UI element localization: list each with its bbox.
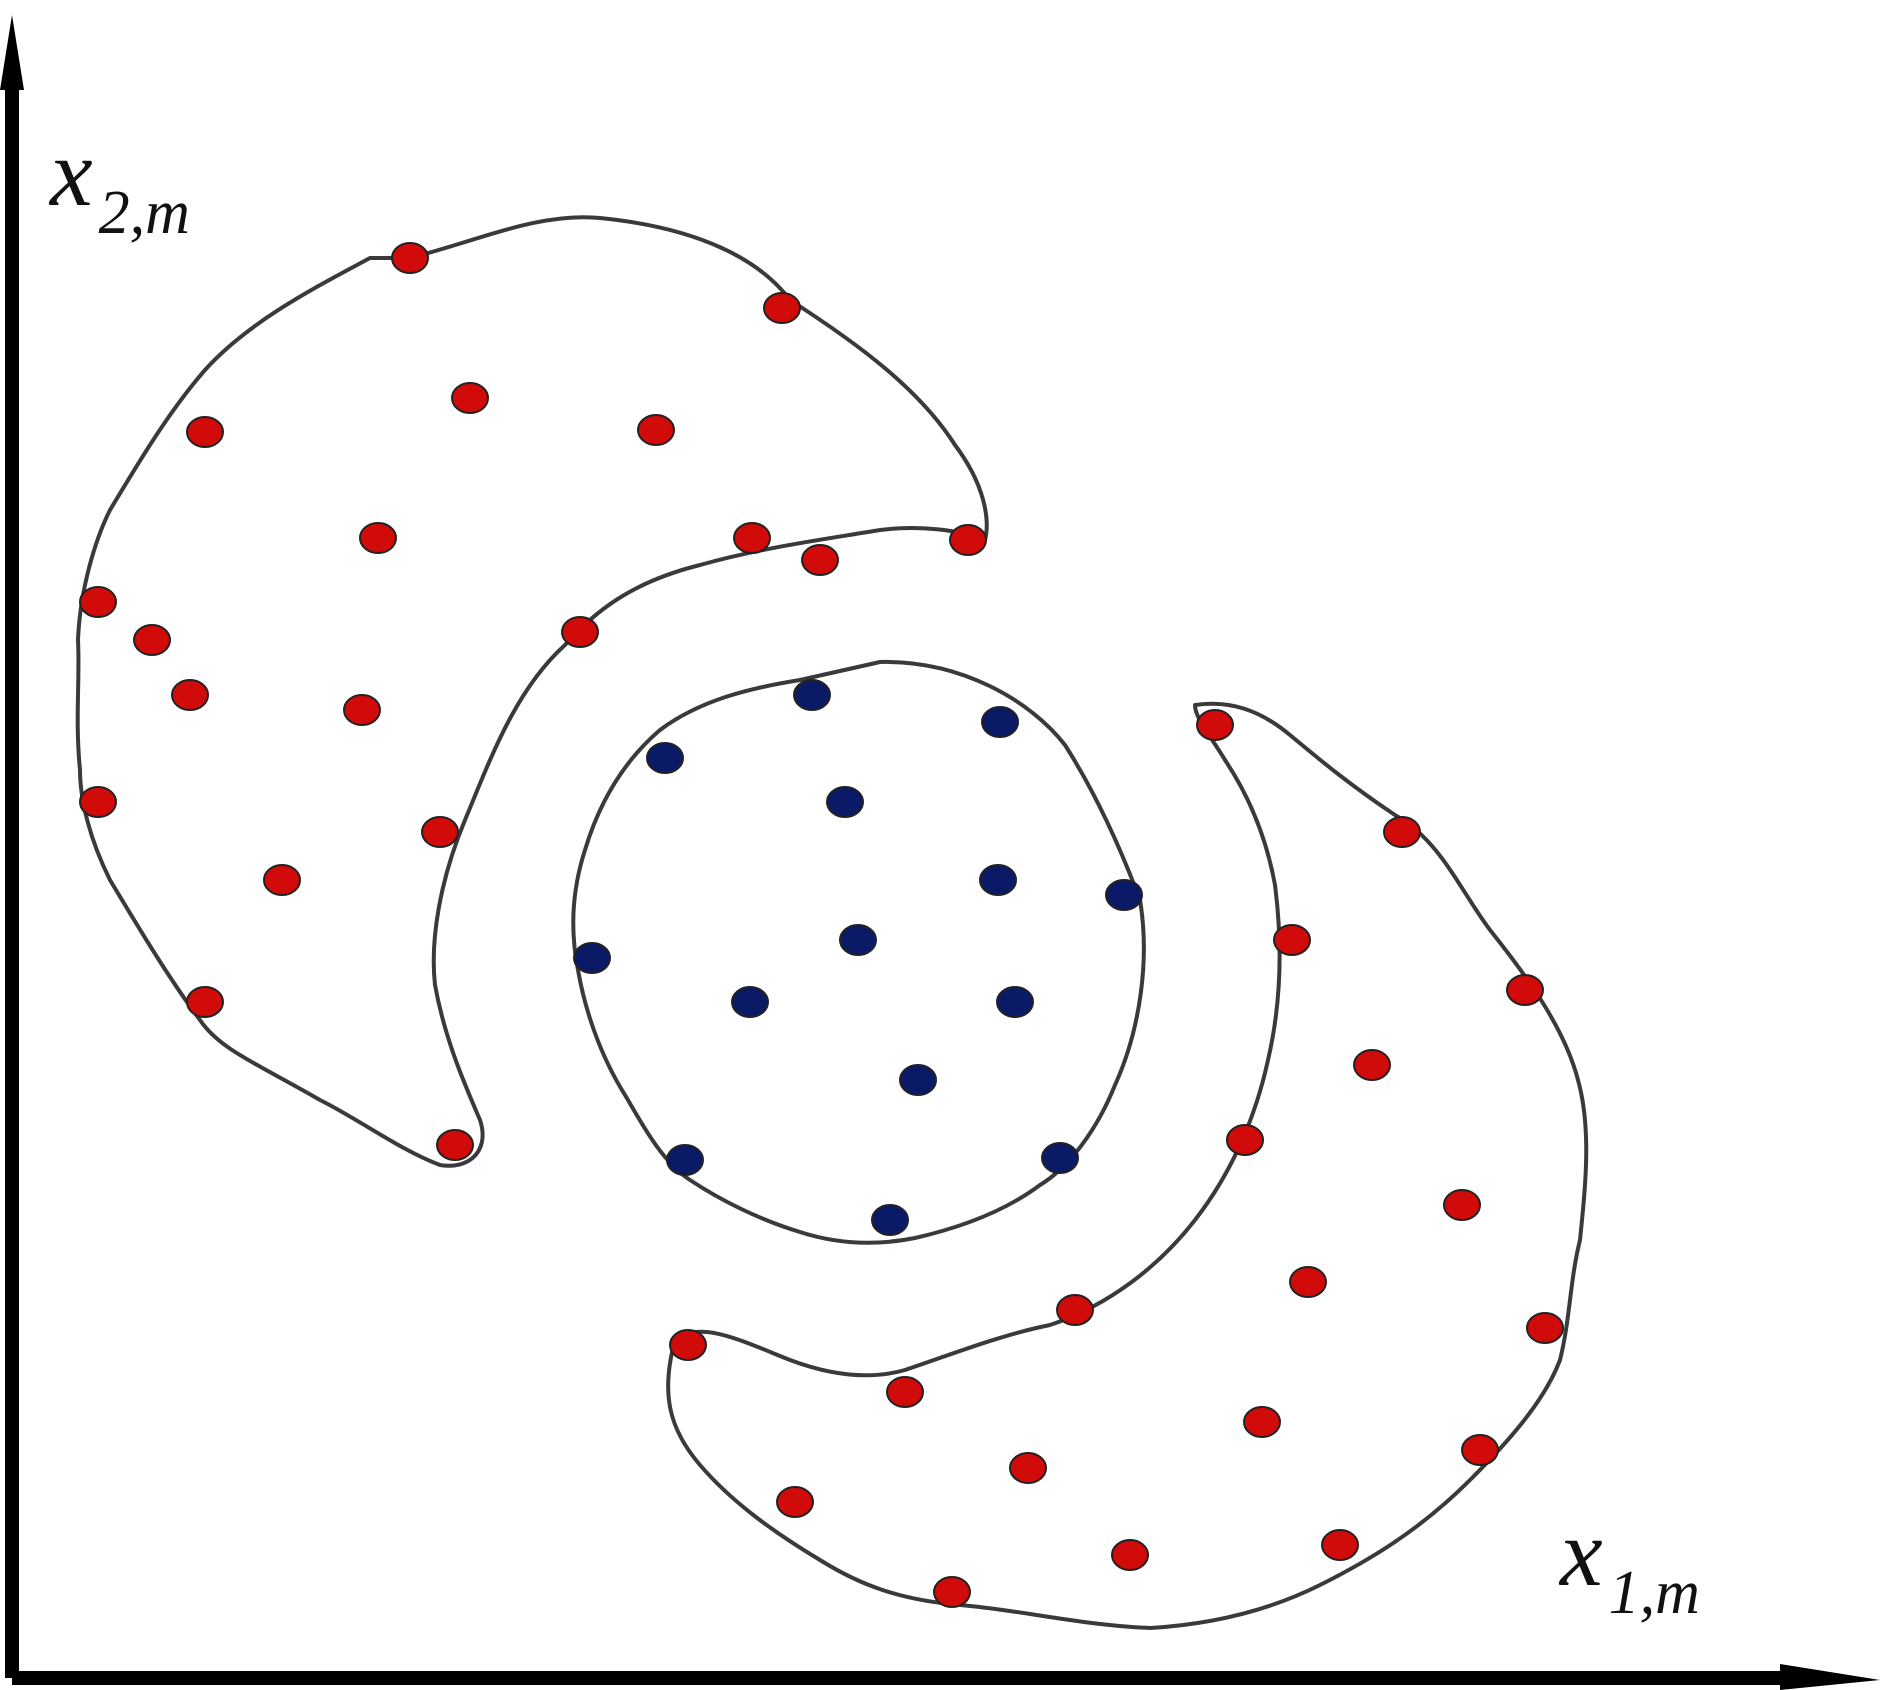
lower-right-crescent-point-3 [1273, 924, 1311, 956]
lower-right-crescent-point-9 [1056, 1294, 1094, 1326]
center-disk-point-5 [979, 864, 1017, 896]
upper-left-crescent-point-12 [343, 694, 381, 726]
lower-right-crescent-point-14 [1009, 1452, 1047, 1484]
center-disk-point-12 [666, 1144, 704, 1176]
center-disk-point-8 [573, 942, 611, 974]
y-axis-label: x2,m [48, 119, 190, 247]
boundary-center-disk [571, 659, 1146, 1245]
region-lower-right-crescent [666, 701, 1589, 1630]
upper-left-crescent-point-18 [133, 624, 171, 656]
region-center-disk [571, 659, 1146, 1245]
upper-left-crescent-point-3 [186, 416, 224, 448]
lower-right-crescent-point-2 [1383, 816, 1421, 848]
upper-left-crescent-point-10 [561, 616, 599, 648]
upper-left-crescent-point-9 [79, 586, 117, 618]
lower-right-crescent-point-4 [1506, 974, 1544, 1006]
upper-left-crescent-point-1 [391, 242, 429, 274]
center-disk-point-11 [899, 1064, 937, 1096]
center-disk-point-14 [871, 1204, 909, 1236]
axes [0, 15, 1880, 1690]
svg-text:x1,m: x1,m [1558, 1499, 1700, 1627]
boundary-lower-right-crescent [666, 701, 1589, 1630]
lower-right-crescent-point-16 [1321, 1529, 1359, 1561]
upper-left-crescent-point-11 [171, 679, 209, 711]
x-axis-label: x1,m [1558, 1499, 1700, 1627]
lower-right-crescent-point-15 [776, 1486, 814, 1518]
upper-left-crescent-point-13 [79, 786, 117, 818]
svg-text:x2,m: x2,m [48, 119, 190, 247]
lower-right-crescent-point-8 [1289, 1266, 1327, 1298]
upper-left-crescent-point-19 [801, 544, 839, 576]
boundary-upper-left-crescent [75, 215, 989, 1168]
lower-right-crescent-point-10 [669, 1329, 707, 1361]
center-disk-point-4 [826, 786, 864, 818]
lower-right-crescent-point-7 [1443, 1189, 1481, 1221]
lower-right-crescent-point-1 [1196, 709, 1234, 741]
region-upper-left-crescent [75, 215, 989, 1168]
center-disk-point-10 [996, 986, 1034, 1018]
upper-left-crescent-point-8 [949, 524, 987, 556]
center-disk-point-1 [793, 679, 831, 711]
upper-left-crescent-point-2 [763, 292, 801, 324]
center-disk-point-6 [1105, 879, 1143, 911]
upper-left-crescent-point-17 [436, 1129, 474, 1161]
center-disk-point-2 [981, 706, 1019, 738]
center-disk-point-3 [646, 742, 684, 774]
center-disk-point-13 [1041, 1142, 1079, 1174]
upper-left-crescent-point-14 [421, 816, 459, 848]
y-axis-arrowhead [0, 15, 24, 90]
upper-left-crescent-point-6 [359, 522, 397, 554]
upper-left-crescent-point-7 [733, 522, 771, 554]
center-disk-point-7 [839, 924, 877, 956]
data-points [79, 242, 1564, 1608]
lower-right-crescent-point-6 [1226, 1124, 1264, 1156]
lower-right-crescent-point-13 [1243, 1406, 1281, 1438]
lower-right-crescent-point-19 [1111, 1539, 1149, 1571]
upper-left-crescent-point-5 [637, 414, 675, 446]
x-axis-arrowhead [1780, 1664, 1880, 1690]
upper-left-crescent-point-16 [186, 986, 224, 1018]
lower-right-crescent-point-17 [933, 1576, 971, 1608]
lower-right-crescent-point-12 [1526, 1312, 1564, 1344]
lower-right-crescent-point-5 [1353, 1049, 1391, 1081]
upper-left-crescent-point-15 [263, 864, 301, 896]
center-disk-point-9 [731, 986, 769, 1018]
lower-right-crescent-point-11 [886, 1376, 924, 1408]
upper-left-crescent-point-4 [451, 382, 489, 414]
lower-right-crescent-point-18 [1461, 1434, 1499, 1466]
